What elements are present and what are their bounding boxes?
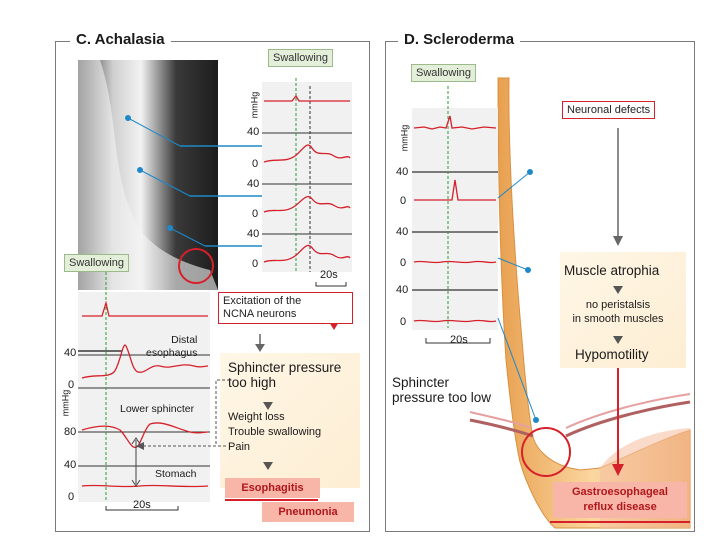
tick-bottom-0: 40: [64, 347, 77, 359]
symptom-pain: Pain: [228, 441, 251, 453]
tick-sclero-4: 40: [396, 284, 409, 296]
scale-sclero: 20s: [450, 334, 468, 346]
tick-sclero-5: 0: [400, 316, 407, 328]
unit-label-sclero: mmHg: [399, 124, 410, 152]
tick-top-5: 0: [252, 258, 259, 270]
stomach-label: Stomach: [155, 468, 197, 480]
swallowing-tag-sclero: Swallowing: [411, 64, 477, 82]
trace-lower-3: [81, 422, 209, 449]
scale-bottom: 20s: [133, 499, 151, 511]
trace-lower-4: [81, 484, 209, 488]
tick-sclero-0: 40: [396, 166, 409, 178]
trace-upper-1: [264, 94, 350, 102]
trace-upper-2: [263, 144, 351, 163]
tick-bottom-3: 40: [64, 459, 77, 471]
muscle-atrophia-text: Muscle atrophia: [564, 263, 660, 278]
tick-bottom-4: 0: [68, 491, 75, 503]
symptom-trouble-swallowing: Trouble swallowing: [228, 426, 322, 438]
tick-bottom-1: 0: [68, 379, 75, 391]
hypomotility-text: Hypomotility: [575, 347, 649, 362]
esophagitis-box: Esophagitis: [225, 478, 320, 498]
tick-top-4: 40: [247, 228, 260, 240]
sphincter-high-text: Sphincter pressure too high: [228, 360, 342, 390]
tick-top-1: 0: [252, 158, 259, 170]
swallowing-tag-bottom: Swallowing: [64, 254, 130, 272]
tick-top-3: 0: [252, 208, 259, 220]
tick-bottom-2: 80: [64, 426, 77, 438]
tick-sclero-1: 0: [400, 195, 407, 207]
lower-sphincter-marker: [178, 248, 214, 284]
symptom-weight-loss: Weight loss: [228, 411, 285, 423]
tick-sclero-2: 40: [396, 226, 409, 238]
trace-upper-3: [263, 196, 351, 213]
no-peristalsis-text: no peristalsis in smooth muscles: [572, 299, 664, 325]
sclero-trace-3: [413, 260, 497, 264]
tick-sclero-3: 0: [400, 257, 407, 269]
sclero-trace-2: [414, 179, 496, 201]
lower-sphincter-label: Lower sphincter: [120, 403, 195, 415]
sphincter-low-text: Sphincter pressure too low: [392, 375, 492, 405]
panel-achalasia-title: C. Achalasia: [70, 31, 171, 48]
distal-label: Distal esophagus: [146, 334, 198, 359]
trace-upper-4: [263, 244, 351, 263]
gerd-box: Gastroesophageal reflux disease: [553, 482, 687, 518]
swallowing-tag-top: Swallowing: [268, 49, 334, 67]
scale-top: 20s: [320, 269, 338, 281]
pneumonia-box: Pneumonia: [262, 502, 354, 522]
trace-lower-2: [81, 344, 209, 379]
sclero-trace-4: [413, 319, 497, 323]
unit-label-bottom: mmHg: [60, 389, 71, 417]
neuronal-defects-box: Neuronal defects: [562, 101, 656, 119]
panel-scleroderma-title: D. Scleroderma: [398, 31, 521, 48]
unit-label-top: mmHg: [249, 91, 260, 119]
tick-top-0: 40: [247, 126, 260, 138]
tick-top-2: 40: [247, 178, 260, 190]
excitation-box: Excitation of the NCNA neurons: [218, 292, 353, 324]
sphincter-low-marker: [521, 427, 571, 477]
sclero-trace-1: [413, 115, 497, 130]
trace-lower-1: [82, 300, 208, 317]
